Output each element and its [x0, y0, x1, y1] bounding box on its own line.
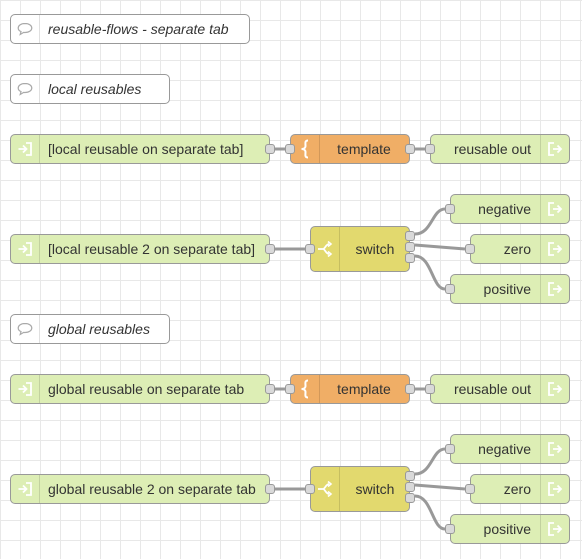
output-port-2[interactable] [405, 242, 415, 252]
input-port[interactable] [285, 144, 295, 154]
node-label: [local reusable 2 on separate tab] [48, 241, 256, 257]
node-label: zero [503, 241, 531, 257]
node-label: global reusable 2 on separate tab [48, 481, 256, 497]
input-port[interactable] [285, 384, 295, 394]
link-out-icon [540, 195, 569, 223]
input-port[interactable] [445, 524, 455, 534]
link-in-global-reusable-2[interactable]: global reusable 2 on separate tab [10, 474, 275, 504]
link-out-global-reusable[interactable]: reusable out [425, 374, 570, 404]
node-label: template [337, 141, 391, 157]
link-out-positive-global[interactable]: positive [445, 514, 570, 544]
comment-global-reusables[interactable]: global reusables [10, 314, 170, 344]
link-out-negative-global[interactable]: negative [445, 434, 570, 464]
speech-bubble-icon [11, 75, 40, 103]
input-port[interactable] [445, 444, 455, 454]
node-label: zero [503, 481, 531, 497]
link-in-local-reusable-2[interactable]: [local reusable 2 on separate tab] [10, 234, 275, 264]
output-port[interactable] [265, 484, 275, 494]
input-port[interactable] [465, 244, 475, 254]
speech-bubble-icon [11, 15, 40, 43]
link-out-icon [540, 375, 569, 403]
output-port-1[interactable] [405, 231, 415, 241]
link-out-icon [540, 235, 569, 263]
switch-branch-icon [311, 467, 340, 511]
output-port-1[interactable] [405, 471, 415, 481]
node-label: global reusable on separate tab [48, 381, 245, 397]
link-out-icon [540, 275, 569, 303]
link-out-zero-global[interactable]: zero [465, 474, 570, 504]
comment-label: global reusables [48, 321, 150, 337]
output-port[interactable] [405, 384, 415, 394]
input-port[interactable] [445, 284, 455, 294]
link-out-icon [540, 475, 569, 503]
node-label: positive [483, 521, 531, 537]
link-out-icon [540, 515, 569, 543]
output-port[interactable] [265, 384, 275, 394]
link-out-positive-local[interactable]: positive [445, 274, 570, 304]
link-in-local-reusable[interactable]: [local reusable on separate tab] [10, 134, 275, 164]
output-port-3[interactable] [405, 253, 415, 263]
input-port[interactable] [425, 144, 435, 154]
node-label: negative [478, 201, 531, 217]
link-in-global-reusable[interactable]: global reusable on separate tab [10, 374, 275, 404]
switch-node-global[interactable]: switch [305, 466, 415, 512]
output-port-2[interactable] [405, 482, 415, 492]
curly-brace-icon [291, 375, 320, 403]
output-port[interactable] [265, 244, 275, 254]
input-port[interactable] [305, 244, 315, 254]
link-in-icon [11, 375, 40, 403]
template-node-global[interactable]: template [285, 374, 415, 404]
node-label: negative [478, 441, 531, 457]
input-port[interactable] [445, 204, 455, 214]
link-out-local-reusable[interactable]: reusable out [425, 134, 570, 164]
node-label: switch [355, 241, 395, 257]
wire [414, 494, 446, 531]
link-out-negative-local[interactable]: negative [445, 194, 570, 224]
output-port[interactable] [265, 144, 275, 154]
comment-local-reusables[interactable]: local reusables [10, 74, 170, 104]
input-port[interactable] [305, 484, 315, 494]
output-port[interactable] [405, 144, 415, 154]
speech-bubble-icon [11, 315, 40, 343]
link-out-icon [540, 135, 569, 163]
switch-branch-icon [311, 227, 340, 271]
node-label: reusable out [453, 141, 531, 157]
switch-node-local[interactable]: switch [305, 226, 415, 272]
input-port[interactable] [465, 484, 475, 494]
comment-reusable-flows[interactable]: reusable-flows - separate tab [10, 14, 250, 44]
input-port[interactable] [425, 384, 435, 394]
output-port-3[interactable] [405, 493, 415, 503]
link-out-zero-local[interactable]: zero [465, 234, 570, 264]
wire [414, 447, 446, 476]
wire [414, 207, 446, 236]
link-in-icon [11, 235, 40, 263]
node-label: template [337, 381, 391, 397]
node-label: reusable out [453, 381, 531, 397]
comment-label: reusable-flows - separate tab [48, 21, 229, 37]
node-label: positive [483, 281, 531, 297]
comment-label: local reusables [48, 81, 142, 97]
wire [414, 483, 466, 491]
link-in-icon [11, 135, 40, 163]
node-label: switch [355, 481, 395, 497]
curly-brace-icon [291, 135, 320, 163]
link-in-icon [11, 475, 40, 503]
template-node-local[interactable]: template [285, 134, 415, 164]
link-out-icon [540, 435, 569, 463]
node-label: [local reusable on separate tab] [48, 141, 244, 157]
wire [414, 243, 466, 251]
wire [414, 254, 446, 291]
